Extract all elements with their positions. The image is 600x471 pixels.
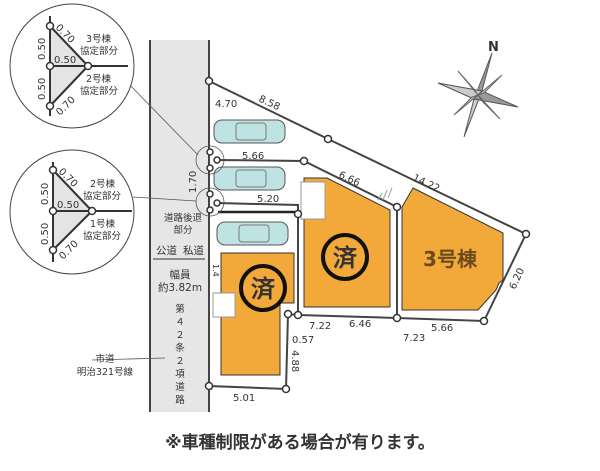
- dim-0-57: 0.57: [292, 335, 314, 346]
- sold-mark-1: [239, 264, 287, 312]
- dim-5-66-b: 5.66: [431, 323, 453, 334]
- svg-text:0.50: 0.50: [40, 183, 51, 205]
- north-label: N: [488, 40, 499, 55]
- dim-5-66-a: 5.66: [242, 151, 264, 162]
- svg-text:0.50: 0.50: [37, 78, 48, 100]
- dim-6-46: 6.46: [349, 319, 371, 330]
- svg-text:0.50: 0.50: [57, 200, 79, 211]
- dim-4-70: 4.70: [215, 99, 237, 110]
- dim-6-20: 6.20: [508, 266, 527, 291]
- car-icon: [213, 119, 286, 144]
- road: [150, 40, 210, 412]
- sold-mark-2-text: 済: [333, 244, 358, 272]
- svg-text:0.50: 0.50: [40, 223, 51, 245]
- svg-text:3号棟: 3号棟: [86, 33, 112, 45]
- dim-5-20: 5.20: [257, 194, 279, 205]
- private-road-label: 私道: [183, 244, 204, 257]
- svg-text:２: ２: [175, 356, 185, 367]
- svg-text:0.50: 0.50: [54, 55, 76, 66]
- road-width-value: 約3.82m: [158, 281, 202, 294]
- car-icon: [216, 221, 289, 246]
- svg-text:1号棟: 1号棟: [90, 218, 116, 230]
- svg-text:４: ４: [175, 317, 185, 328]
- svg-text:２: ２: [175, 330, 185, 341]
- setback-label: 道路後退: [164, 212, 203, 224]
- svg-text:協定部分: 協定部分: [80, 45, 119, 57]
- svg-text:協定部分: 協定部分: [80, 85, 119, 97]
- footer-note: ※車種制限がある場合が有ります。: [165, 433, 435, 453]
- compass-icon: N: [437, 40, 519, 138]
- svg-text:道: 道: [175, 381, 185, 393]
- public-road-label: 公道: [156, 244, 177, 257]
- svg-text:第: 第: [175, 303, 185, 315]
- svg-text:協定部分: 協定部分: [83, 230, 122, 242]
- svg-text:条: 条: [175, 342, 185, 354]
- dim-1-4: 1.4: [211, 264, 220, 277]
- boundary-markers: [204, 76, 531, 394]
- svg-text:路: 路: [175, 394, 185, 406]
- city-road-name: 明治321号線: [77, 366, 134, 378]
- svg-text:0.50: 0.50: [37, 38, 48, 60]
- setback-label-2: 部分: [173, 224, 193, 236]
- lot-3[interactable]: [401, 187, 504, 311]
- svg-text:2号棟: 2号棟: [86, 73, 112, 85]
- dim-1-70: 1.70: [188, 171, 199, 193]
- dim-5-01: 5.01: [233, 393, 255, 404]
- dim-4-88: 4.88: [289, 350, 300, 372]
- road-width-label: 幅員: [170, 268, 191, 281]
- city-road-label: 市道: [95, 353, 115, 365]
- svg-text:項: 項: [175, 369, 185, 380]
- lot-3-label: 3号棟: [423, 247, 478, 271]
- sold-mark-1-text: 済: [251, 275, 276, 303]
- dim-7-23: 7.23: [403, 333, 425, 344]
- road-type-vertical: 第 ４ ２ 条 ２ 項 道 路: [175, 303, 185, 406]
- svg-text:2号棟: 2号棟: [90, 178, 116, 190]
- svg-text:協定部分: 協定部分: [83, 190, 122, 202]
- car-icon: [213, 166, 286, 191]
- dim-7-22: 7.22: [309, 321, 331, 332]
- sold-mark-2: [321, 233, 369, 281]
